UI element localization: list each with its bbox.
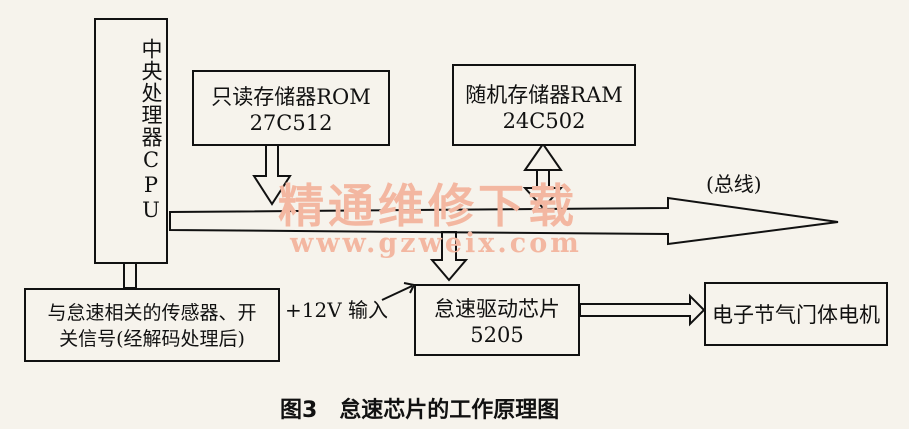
bus-arrow bbox=[169, 196, 839, 246]
cpu-box: 中央处理器CPU bbox=[94, 18, 168, 264]
sensor-box: 与怠速相关的传感器、开 关信号(经解码处理后) bbox=[24, 288, 280, 362]
ram-box: 随机存储器RAM 24C502 bbox=[452, 64, 636, 146]
cpu-label: 中央处理器CPU bbox=[139, 38, 163, 223]
ram-label-2: 24C502 bbox=[502, 109, 586, 133]
watermark-url: www.gzweix.com bbox=[290, 228, 582, 259]
motor-box: 电子节气门体电机 bbox=[704, 282, 888, 346]
rom-label-1: 只读存储器ROM bbox=[211, 85, 371, 109]
watermark-title: 精通维修下载 bbox=[278, 179, 578, 233]
rom-box: 只读存储器ROM 27C512 bbox=[192, 70, 390, 146]
power-line bbox=[381, 285, 413, 301]
ram-label-1: 随机存储器RAM bbox=[465, 83, 623, 107]
motor-label: 电子节气门体电机 bbox=[712, 303, 880, 327]
bus-label: (总线) bbox=[706, 172, 762, 196]
bus-driver-arrow bbox=[429, 231, 469, 282]
driver-label-2: 5205 bbox=[470, 323, 524, 347]
figure-caption: 图3 怠速芯片的工作原理图 bbox=[280, 398, 560, 423]
rom-label-2: 27C512 bbox=[249, 111, 333, 135]
power-label: +12V 输入 bbox=[285, 298, 389, 322]
driver-label-1: 怠速驱动芯片 bbox=[434, 297, 560, 321]
driver-motor-arrow bbox=[579, 293, 706, 327]
sensor-label-2: 关信号(经解码处理后) bbox=[59, 328, 245, 350]
sensor-label-1: 与怠速相关的传感器、开 bbox=[47, 302, 257, 324]
driver-box: 怠速驱动芯片 5205 bbox=[414, 284, 580, 356]
